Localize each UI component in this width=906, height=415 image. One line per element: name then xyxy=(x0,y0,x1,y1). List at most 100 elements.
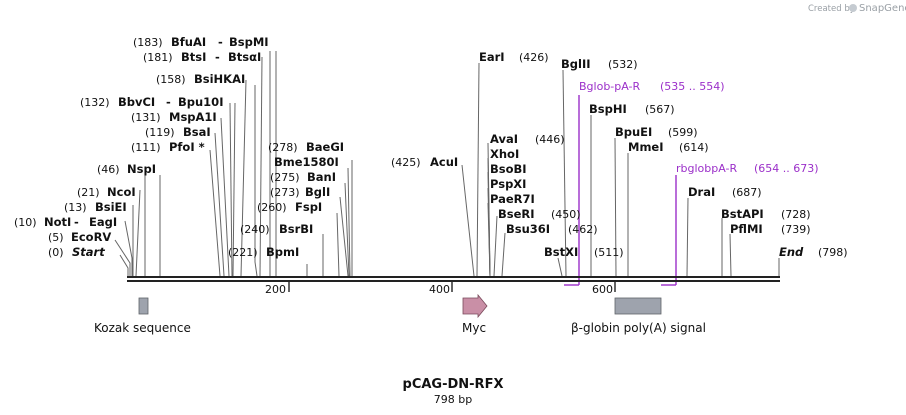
site-eagi: EagI xyxy=(89,215,117,229)
site-num-nspi: (46) xyxy=(97,163,120,176)
site-numbers: (0) (5) (10) (13) (21) (46) (111) (119) … xyxy=(14,36,848,259)
feature-myc-arrow xyxy=(462,293,488,319)
tick-label-400: 400 xyxy=(429,283,450,296)
site-num-bstxi: (511) xyxy=(594,246,624,259)
site-num-bglii: (532) xyxy=(608,58,638,71)
site-num-bsai: (119) xyxy=(145,126,175,139)
site-leader-lines xyxy=(114,51,780,277)
site-bstxi: BstXI xyxy=(544,245,578,259)
site-num-mmei: (614) xyxy=(679,141,709,154)
site-num-start: (0) xyxy=(48,246,64,259)
primer-bglob-pa-r-name: Bglob-pA-R xyxy=(579,80,641,93)
site-bsu36i: Bsu36I xyxy=(506,222,550,236)
map-length: 798 bp xyxy=(434,393,472,406)
backbone xyxy=(127,276,780,282)
site-pfoi: PfoI * xyxy=(169,140,205,154)
site-mspa1i: MspA1I xyxy=(169,110,217,124)
site-pspxi: PspXI xyxy=(490,177,526,191)
site-num-btsi: (181) xyxy=(143,51,173,64)
site-bsobi: BsoBI xyxy=(490,162,527,176)
feature-kozak-box xyxy=(138,297,149,315)
site-num-eari: (426) xyxy=(519,51,549,64)
site-num-pfoi: (111) xyxy=(131,141,161,154)
site-num-bsihkai: (158) xyxy=(156,73,186,86)
site-num-avai: (446) xyxy=(535,133,565,146)
primer-rbglobpa-r-name: rbglobpA-R xyxy=(676,162,737,175)
site-nspi: NspI xyxy=(127,162,156,176)
site-acui: AcuI xyxy=(430,155,458,169)
site-bsrbi: BsrBI xyxy=(279,222,313,236)
site-eari: EarI xyxy=(479,50,505,64)
site-end: End xyxy=(779,245,804,259)
site-num-end: (798) xyxy=(818,246,848,259)
site-drai: DraI xyxy=(688,185,715,199)
primer-bglob-pa-r-range: (535 .. 554) xyxy=(660,80,725,93)
credit-text: Created by xyxy=(808,4,855,14)
site-num-bsrbi: (240) xyxy=(240,223,270,236)
feature-betaglobin-label: β-globin poly(A) signal xyxy=(571,321,706,335)
site-num-bbvci: (132) xyxy=(80,96,110,109)
site-num-bgli: (273) xyxy=(270,186,300,199)
site-num-bseri: (450) xyxy=(551,208,581,221)
site-btsai: BtsαI xyxy=(228,50,261,64)
site-num-bsu36i: (462) xyxy=(568,223,598,236)
site-noti: NotI xyxy=(44,215,71,229)
site-bseri: BseRI xyxy=(498,207,535,221)
site-bpu10i: Bpu10I xyxy=(178,95,223,109)
site-btsi-sep: - xyxy=(215,50,220,64)
site-bsiei: BsiEI xyxy=(95,200,127,214)
site-num-drai: (687) xyxy=(732,186,762,199)
site-num-fspi: (260) xyxy=(257,201,287,214)
site-num-baegi: (278) xyxy=(268,141,298,154)
primer-lines xyxy=(564,95,677,286)
credit-brand: SnapGene xyxy=(859,3,906,14)
site-bme1580i: Bme1580I xyxy=(274,155,339,169)
site-bstapi: BstAPI xyxy=(721,207,764,221)
site-baegi: BaeGI xyxy=(306,140,344,154)
site-bani: BanI xyxy=(307,170,336,184)
site-bsai: BsaI xyxy=(183,125,211,139)
site-start: Start xyxy=(72,245,105,259)
site-pflmi: PflMI xyxy=(730,222,763,236)
primer-rbglobpa-r-range: (654 .. 673) xyxy=(754,162,819,175)
site-bgli: BglI xyxy=(305,185,330,199)
site-bglii: BglII xyxy=(561,57,591,71)
site-xhoi: XhoI xyxy=(490,147,519,161)
site-fspi: FspI xyxy=(295,200,322,214)
site-num-bani: (275) xyxy=(270,171,300,184)
site-num-ncoi: (21) xyxy=(77,186,100,199)
primer-labels: Bglob-pA-R (535 .. 554) rbglobpA-R (654 … xyxy=(579,80,819,175)
backbone-top-strand xyxy=(127,276,780,278)
site-num-bsiei: (13) xyxy=(64,201,87,214)
feature-betaglobin-box xyxy=(614,297,662,315)
site-avai: AvaI xyxy=(490,132,518,146)
site-num-bstapi: (728) xyxy=(781,208,811,221)
site-num-mspa1i: (131) xyxy=(131,111,161,124)
site-paer7i: PaeR7I xyxy=(490,192,535,206)
site-ncoi: NcoI xyxy=(107,185,136,199)
site-bspmi: BspMI xyxy=(229,35,269,49)
feature-myc-label: Myc xyxy=(462,321,486,335)
site-bbvci-sep: - xyxy=(166,95,171,109)
site-ecorv: EcoRV xyxy=(71,230,111,244)
site-bfuai-sep: - xyxy=(218,35,223,49)
site-num-pflmi: (739) xyxy=(781,223,811,236)
site-names: Start EcoRV NotI - EagI BsiEI NcoI NspI … xyxy=(44,35,804,259)
site-bfuai: BfuAI xyxy=(171,35,206,49)
site-bpuei: BpuEI xyxy=(615,125,652,139)
scale-ticks: 200 400 600 xyxy=(265,282,616,296)
site-num-ecorv: (5) xyxy=(48,231,64,244)
feature-kozak-label: Kozak sequence xyxy=(94,321,191,335)
snapgene-credit: Created by SnapGene xyxy=(808,3,906,14)
site-num-acui: (425) xyxy=(391,156,421,169)
features: Kozak sequence Myc β-globin poly(A) sign… xyxy=(94,293,706,335)
tick-label-600: 600 xyxy=(592,283,613,296)
site-num-noti: (10) xyxy=(14,216,37,229)
site-noti-sep: - xyxy=(74,215,79,229)
snapgene-logo-icon xyxy=(849,4,857,12)
tick-label-200: 200 xyxy=(265,283,286,296)
site-num-bsphi: (567) xyxy=(645,103,675,116)
site-bpmi: BpmI xyxy=(266,245,299,259)
map-title: pCAG-DN-RFX xyxy=(403,377,504,392)
